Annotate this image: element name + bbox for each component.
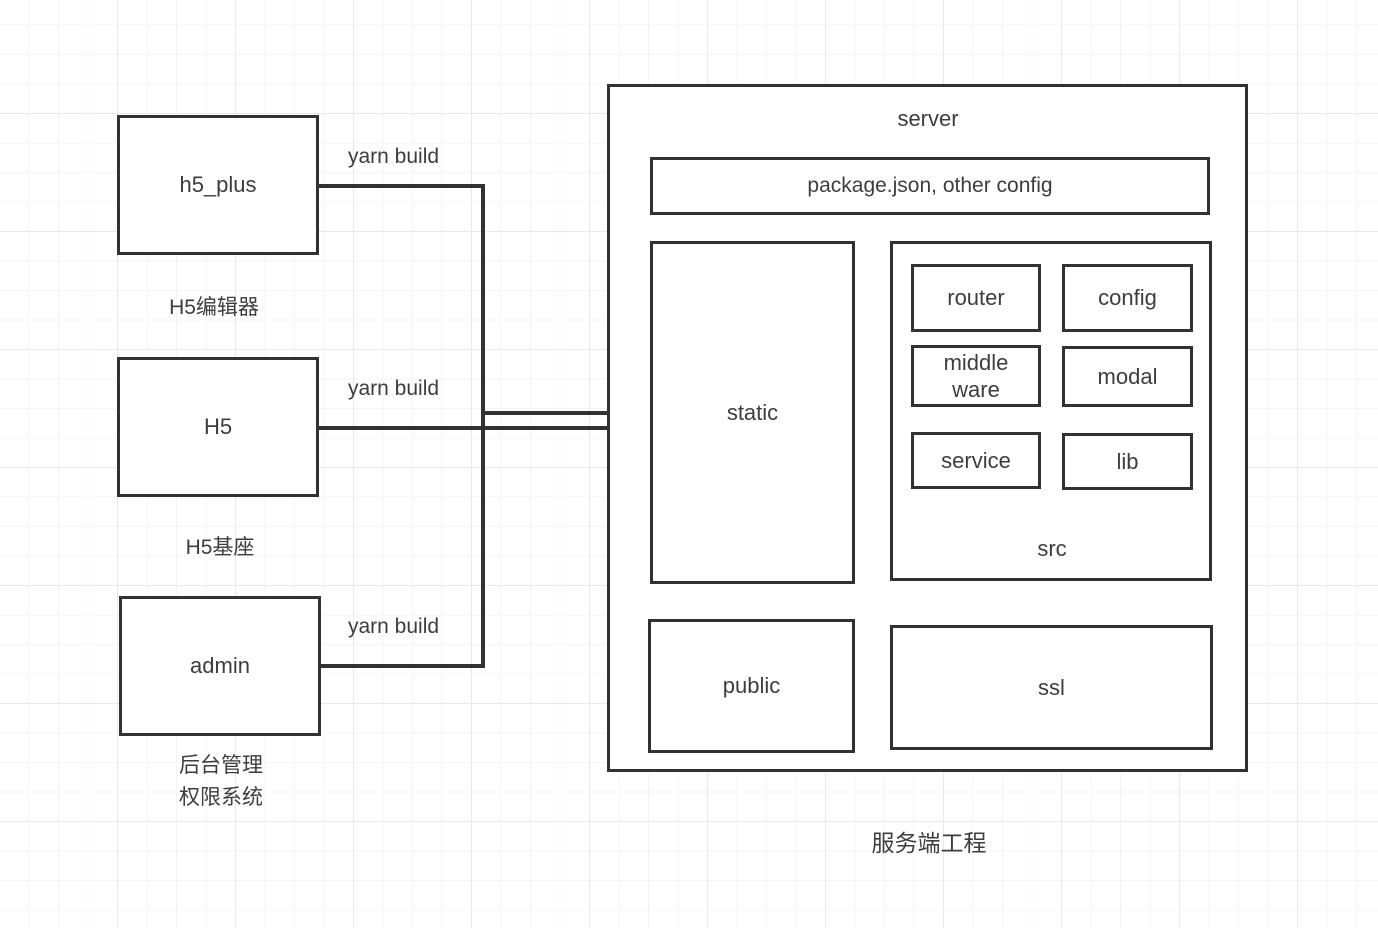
node-h5-plus: h5_plus	[117, 115, 319, 255]
caption-h5-editor: H5编辑器	[169, 296, 259, 319]
node-router-label: router	[947, 285, 1005, 311]
node-router: router	[911, 264, 1041, 332]
caption-server-project: 服务端工程	[871, 830, 987, 856]
caption-h5-base: H5基座	[185, 536, 255, 559]
node-static-label: static	[726, 399, 779, 425]
node-lib-label: lib	[1116, 448, 1139, 474]
edge-label-yarn-build-3: yarn build	[348, 615, 440, 638]
node-ssl: ssl	[890, 625, 1213, 750]
node-service-label: service	[941, 447, 1011, 473]
node-service: service	[911, 432, 1041, 489]
node-config: config	[1062, 264, 1193, 332]
caption-admin-line1: 后台管理	[179, 754, 263, 777]
node-h5-label: H5	[203, 414, 233, 440]
node-config-label: config	[1098, 285, 1157, 311]
node-middleware-label: middle ware	[943, 349, 1009, 403]
node-static: static	[650, 241, 855, 584]
group-server-title: server	[897, 106, 959, 131]
node-h5-plus-label: h5_plus	[179, 172, 257, 198]
node-modal: modal	[1062, 346, 1193, 407]
node-admin: admin	[119, 596, 321, 736]
node-ssl-label: ssl	[1038, 674, 1065, 700]
edge-h5plus-admin-bracket	[318, 184, 485, 668]
node-package-json: package.json, other config	[650, 157, 1210, 215]
node-modal-label: modal	[1097, 363, 1158, 389]
edge-label-yarn-build-2: yarn build	[348, 377, 440, 400]
node-public: public	[648, 619, 855, 753]
node-admin-label: admin	[190, 653, 250, 679]
caption-admin: 后台管理 权限系统	[179, 750, 263, 814]
node-package-json-label: package.json, other config	[807, 173, 1053, 197]
group-src-caption: src	[1037, 536, 1067, 561]
node-lib: lib	[1062, 433, 1193, 490]
node-middleware: middle ware	[911, 345, 1041, 407]
caption-admin-line2: 权限系统	[179, 786, 263, 809]
node-public-label: public	[722, 673, 781, 699]
edge-label-yarn-build-1: yarn build	[348, 145, 440, 168]
node-h5: H5	[117, 357, 319, 497]
